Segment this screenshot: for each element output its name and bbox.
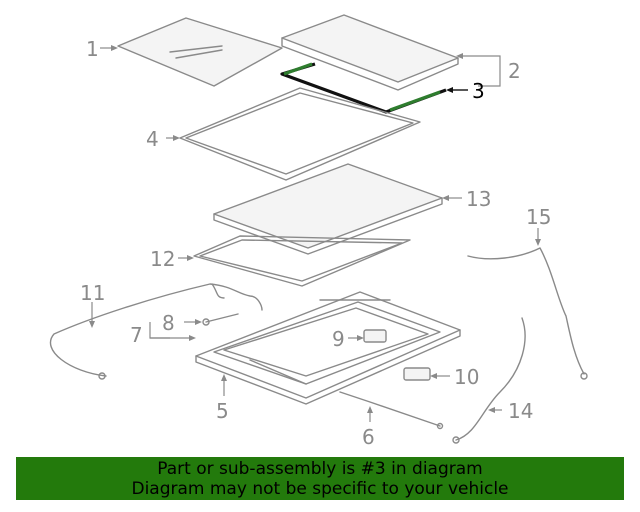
- banner-line-1: Part or sub-assembly is #3 in diagram: [157, 458, 483, 479]
- part-2-panel-assembly[interactable]: [281, 14, 459, 91]
- callout-3: 3: [446, 79, 485, 103]
- callout-label-6: 6: [362, 425, 375, 449]
- part-5-sunroof-frame[interactable]: [195, 291, 461, 405]
- banner-line-2: Diagram may not be specific to your vehi…: [131, 478, 509, 499]
- callout-label-1: 1: [86, 37, 99, 61]
- callout-label-14: 14: [508, 399, 533, 423]
- part-4-frame-seal[interactable]: [179, 87, 421, 181]
- callout-label-10: 10: [454, 365, 479, 389]
- callout-label-12: 12: [150, 247, 175, 271]
- callout-label-11: 11: [80, 281, 105, 305]
- part-3-seal[interactable]: [280, 62, 447, 114]
- part-1-glass-panel[interactable]: [117, 17, 283, 87]
- callout-13: 13: [442, 187, 491, 211]
- part-10-module[interactable]: [403, 367, 431, 381]
- part-11-drain-hose[interactable]: [49, 283, 263, 380]
- part-14-drain-hose[interactable]: [452, 317, 526, 444]
- part-12-seal[interactable]: [193, 235, 411, 287]
- callout-1: 1: [86, 37, 118, 61]
- callout-6: 6: [362, 406, 375, 449]
- info-banner: Part or sub-assembly is #3 in diagram Di…: [16, 457, 624, 500]
- parts-diagram: 1 2 3 4 13: [49, 14, 588, 449]
- part-6-rail[interactable]: [339, 391, 444, 430]
- part-9-motor[interactable]: [363, 329, 387, 343]
- callout-label-15: 15: [526, 205, 551, 229]
- callout-7: 7: [130, 322, 196, 347]
- callout-8: 8: [162, 311, 202, 335]
- callout-15: 15: [526, 205, 551, 246]
- callout-5: 5: [216, 374, 229, 423]
- callout-label-9: 9: [332, 327, 345, 351]
- callout-label-13: 13: [466, 187, 491, 211]
- callout-9: 9: [332, 327, 364, 351]
- callout-10: 10: [430, 365, 479, 389]
- callout-label-3: 3: [472, 79, 485, 103]
- part-8-bracket[interactable]: [202, 313, 239, 326]
- part-15-harness[interactable]: [467, 247, 588, 380]
- callout-label-4: 4: [146, 127, 159, 151]
- callout-label-2: 2: [508, 59, 521, 83]
- callout-2: 2: [456, 53, 521, 87]
- callout-11: 11: [80, 281, 105, 328]
- callout-12: 12: [150, 247, 194, 271]
- callout-label-5: 5: [216, 399, 229, 423]
- callout-4: 4: [146, 127, 180, 151]
- callout-label-7: 7: [130, 323, 143, 347]
- callout-14: 14: [488, 399, 533, 423]
- callout-label-8: 8: [162, 311, 175, 335]
